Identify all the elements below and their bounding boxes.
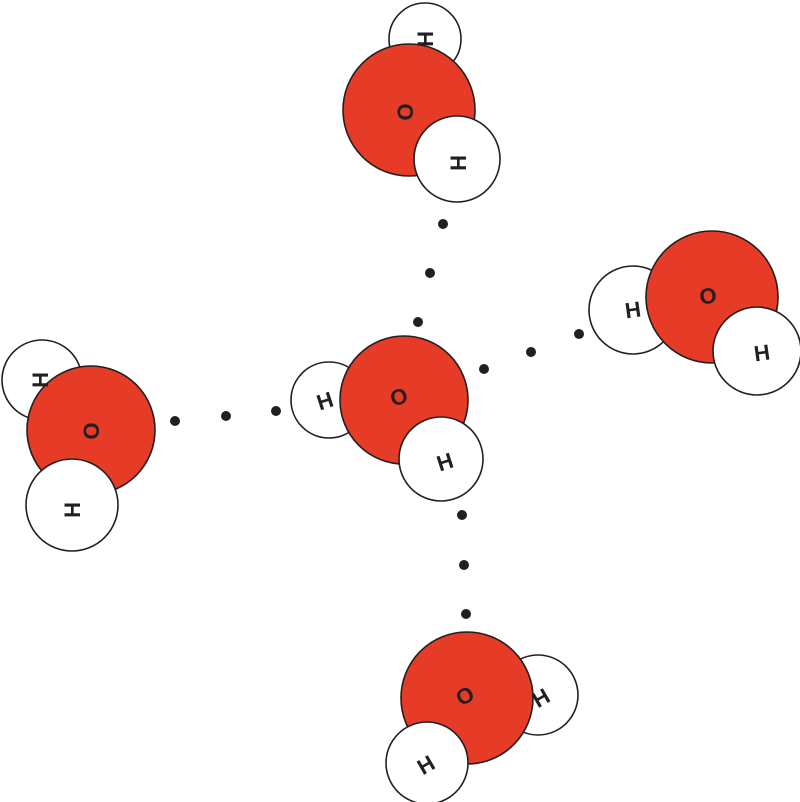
oxygen-label: O [393,103,418,120]
hydrogen-label: H [314,387,337,416]
hydrogen-label: H [434,448,457,477]
water-molecule-left: H O H [1,339,156,552]
bond-dot [457,510,467,520]
oxygen-label: O [79,422,104,439]
bond-dot [425,268,435,278]
oxygen-label: O [698,282,718,309]
hydrogen-atom [712,306,800,396]
hydrogen-label: H [60,502,85,518]
bond-dot [221,411,231,421]
hydrogen-label: H [28,372,53,388]
water-molecule-bottom: H O H [385,631,579,802]
hydrogen-atom [385,721,469,802]
bond-dot [170,416,180,426]
hydrogen-atom [413,115,501,203]
hydrogen-bonds [170,219,584,619]
hydrogen-label: H [446,155,471,171]
bond-dot [459,560,469,570]
hydrogen-label: H [623,297,642,324]
bond-dot [574,329,584,339]
bond-dot [526,347,536,357]
water-molecule-top: H O H [342,2,501,203]
hydrogen-label: H [413,31,438,47]
hydrogen-label: H [752,340,771,367]
hydrogen-bond-left [170,406,281,426]
bond-dot [271,406,281,416]
hydrogen-atom [398,416,484,502]
hydrogen-bond-top [413,219,448,327]
bond-dot [438,219,448,229]
water-molecule-right: H O H [588,230,800,396]
hydrogen-bond-bottom [457,510,471,619]
water-molecule-center: H O H [290,335,484,502]
bond-dot [461,609,471,619]
hydrogen-atom [25,458,119,552]
hydrogen-bond-right [479,329,584,374]
bond-dot [479,364,489,374]
bond-dot [413,317,423,327]
